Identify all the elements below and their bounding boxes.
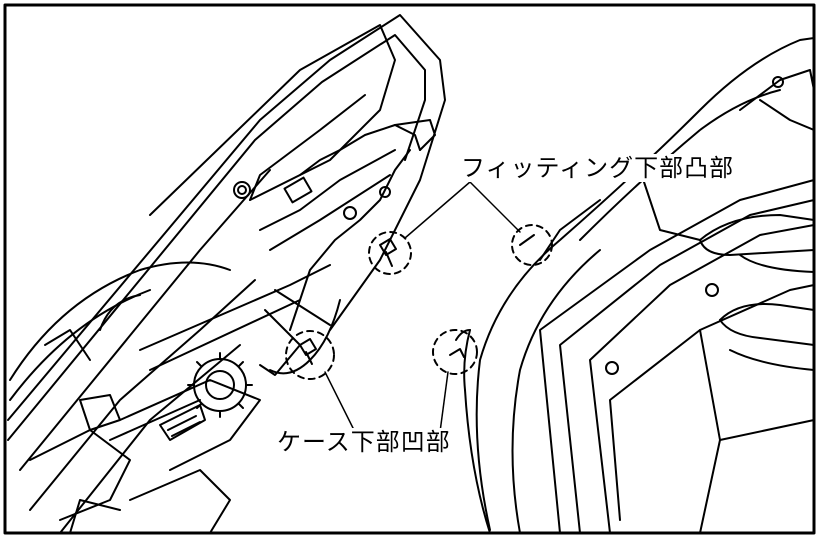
case-illustration	[449, 37, 815, 534]
leader-fitting-left	[404, 181, 471, 239]
callout-circles	[285, 224, 553, 380]
leader-case-left	[324, 371, 356, 433]
callout-circle-case-right	[432, 329, 478, 375]
case-lower-concave-label: ケース下部凹部	[274, 428, 454, 456]
motorcycle-rear-illustration	[7, 14, 446, 534]
frame-border	[3, 3, 816, 535]
fitting-lower-convex-label: フィッティング下部凸部	[458, 154, 738, 182]
leader-fitting-right	[469, 181, 521, 233]
callout-circle-fitting-right	[511, 224, 553, 266]
leader-case-right	[439, 371, 449, 433]
callout-circle-fitting-left	[368, 231, 412, 275]
leader-lines	[324, 181, 521, 433]
callout-circle-case-left	[285, 330, 335, 380]
